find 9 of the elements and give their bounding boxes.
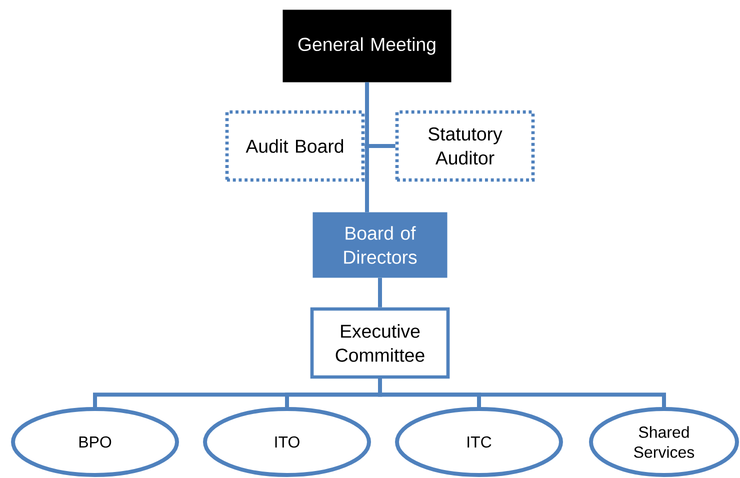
meeting-box: General Meeting <box>282 10 452 82</box>
connector-line <box>378 278 382 308</box>
connector-line <box>364 144 396 148</box>
board-box: Board of Directors <box>312 212 448 278</box>
committee-box: Executive Committee <box>310 307 450 379</box>
dotted-box: Audit Board <box>225 110 365 182</box>
dotted-box: Statutory Auditor <box>395 110 535 182</box>
connector-line <box>365 82 369 212</box>
connector-line <box>378 378 666 407</box>
